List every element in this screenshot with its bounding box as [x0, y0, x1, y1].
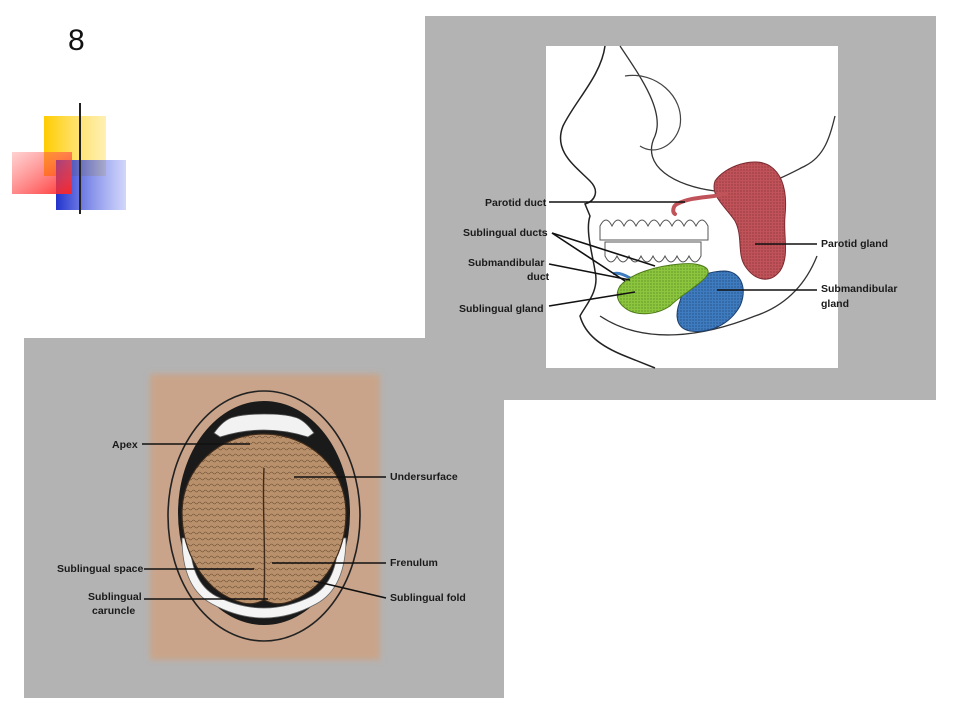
sublingual-gland — [616, 263, 709, 315]
mandible-contour — [599, 255, 818, 336]
parotid-duct — [671, 192, 727, 216]
salivary-glands-panel: Parotid duct Sublingual ducts Submandibu… — [425, 16, 936, 400]
upper-teeth — [213, 413, 315, 438]
label-undersurface: Undersurface — [390, 471, 458, 483]
label-submandibular-gland-line1: Submandibular — [821, 283, 897, 295]
label-submandibular-duct-line1: Submandibular — [468, 257, 544, 269]
orbit-contour — [624, 74, 682, 151]
label-frenulum: Frenulum — [390, 557, 438, 569]
label-parotid-duct: Parotid duct — [485, 197, 547, 209]
label-parotid-gland: Parotid gland — [821, 238, 888, 250]
slide-number: 8 — [68, 24, 85, 57]
parotid-gland — [713, 161, 787, 280]
head-outline — [559, 45, 656, 369]
slide-decoration — [12, 103, 440, 214]
label-sublingual-gland: Sublingual gland — [459, 303, 544, 315]
label-apex: Apex — [112, 439, 138, 451]
head-leader-lines — [548, 201, 817, 307]
label-sublingual-caruncle-line1: Sublingual — [88, 591, 142, 603]
frenulum — [262, 467, 266, 601]
label-submandibular-gland-line2: gland — [821, 298, 849, 310]
tongue-undersurface-diagram: Apex Undersurface Sublingual space Frenu… — [57, 374, 466, 660]
tongue-undersurface-panel: Apex Undersurface Sublingual space Frenu… — [24, 338, 504, 698]
label-sublingual-fold: Sublingual fold — [390, 592, 466, 604]
label-sublingual-ducts: Sublingual ducts — [463, 227, 548, 239]
label-sublingual-space: Sublingual space — [57, 563, 144, 575]
mouth-leader-lines — [142, 443, 387, 600]
skull-contour — [619, 45, 836, 192]
teeth — [599, 219, 709, 263]
label-sublingual-caruncle-line2: caruncle — [92, 605, 135, 617]
lip-outline — [167, 390, 361, 642]
salivary-glands-diagram: Parotid duct Sublingual ducts Submandibu… — [459, 45, 897, 369]
label-submandibular-duct-line2: duct — [527, 271, 550, 283]
